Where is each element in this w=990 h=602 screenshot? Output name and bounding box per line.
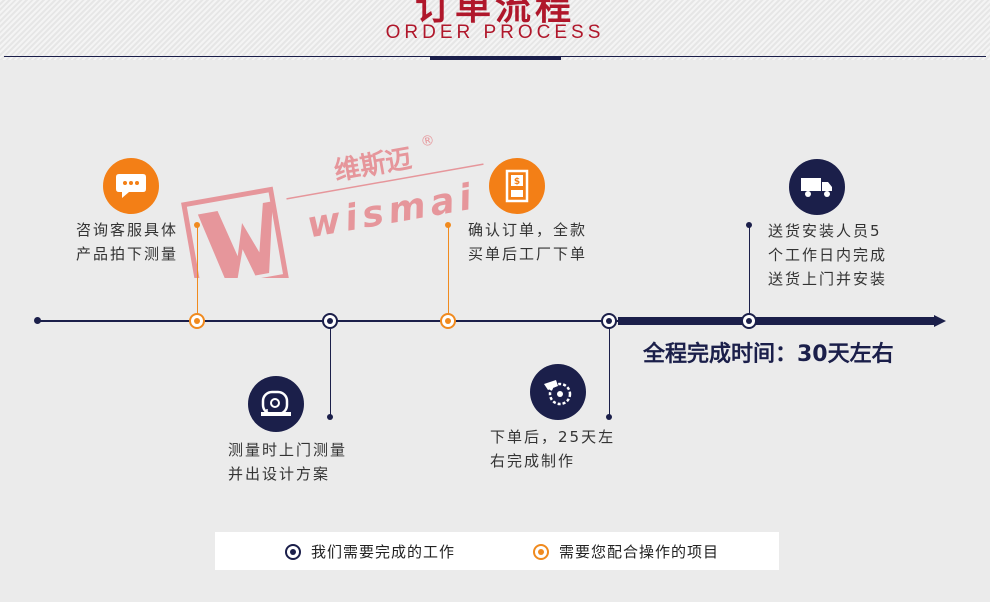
legend-us-label: 我们需要完成的工作 (311, 543, 456, 561)
title-chinese: 订单流程 (414, 0, 575, 28)
step5-line3: 送货上门并安装 (768, 270, 888, 288)
step2-connector-dot (327, 414, 333, 420)
step2-tape-measure-icon (248, 376, 304, 432)
watermark-registered: ® (419, 132, 436, 150)
step2-connector (330, 328, 331, 416)
legend-customer-label: 需要您配合操作的项目 (559, 543, 720, 561)
step1-text: 咨询客服具体 产品拍下测量 (76, 218, 178, 266)
header-banner: 订单流程 ORDER PROCESS (0, 0, 990, 60)
watermark-brand-cn: 维斯迈 (332, 143, 414, 187)
title-english: ORDER PROCESS (385, 22, 605, 43)
brand-watermark: 维斯迈 ® wismai (181, 132, 484, 278)
step2-line2: 并出设计方案 (228, 465, 331, 483)
step2-node (322, 313, 338, 329)
step5-text: 送货安装人员5 个工作日内完成 送货上门并安装 (768, 219, 887, 291)
step1-line2: 产品拍下测量 (76, 245, 179, 263)
header-divider (4, 56, 986, 57)
total-time-label: 全程完成时间：30天左右 (643, 342, 894, 367)
step3-node (440, 313, 456, 329)
step1-line1: 咨询客服具体 (76, 221, 179, 239)
step4-connector-dot (606, 414, 612, 420)
step3-text: 确认订单，全款 买单后工厂下单 (468, 218, 587, 266)
step1-chat-bubble-icon (103, 158, 159, 214)
svg-text:$: $ (514, 177, 520, 187)
step4-connector (609, 328, 610, 416)
step3-line2: 买单后工厂下单 (468, 245, 588, 263)
step2-line1: 测量时上门测量 (228, 441, 348, 459)
legend-item-customer: 需要您配合操作的项目 (533, 541, 719, 562)
legend-navy-dot-icon (285, 543, 301, 560)
wismai-logo-icon (197, 201, 273, 278)
step1-connector (197, 225, 198, 314)
step4-line2: 右完成制作 (490, 452, 576, 470)
step3-line1: 确认订单，全款 (468, 221, 588, 239)
legend-box: 我们需要完成的工作 需要您配合操作的项目 (215, 532, 779, 570)
timeline-arrow-icon (934, 315, 946, 327)
step5-line2: 个工作日内完成 (768, 246, 888, 264)
step4-node (601, 313, 617, 329)
step5-connector (749, 225, 750, 314)
step5-line1: 送货安装人员5 (768, 222, 882, 240)
step3-connector (448, 225, 449, 314)
timeline-thick-segment (618, 317, 936, 325)
step3-payment-icon: $ (489, 158, 545, 214)
step4-line1: 下单后，25天左 (490, 428, 616, 446)
watermark-brand-en: wismai (304, 176, 480, 246)
header-accent-bar (430, 57, 561, 60)
legend-item-us: 我们需要完成的工作 (285, 541, 455, 562)
legend-orange-dot-icon (533, 543, 549, 560)
step5-node (741, 313, 757, 329)
step1-node (189, 313, 205, 329)
step5-delivery-truck-icon (789, 159, 845, 215)
timeline-start-dot (34, 317, 41, 324)
step4-saw-blade-icon (530, 364, 586, 420)
step4-text: 下单后，25天左 右完成制作 (490, 425, 615, 473)
step2-text: 测量时上门测量 并出设计方案 (228, 438, 347, 486)
